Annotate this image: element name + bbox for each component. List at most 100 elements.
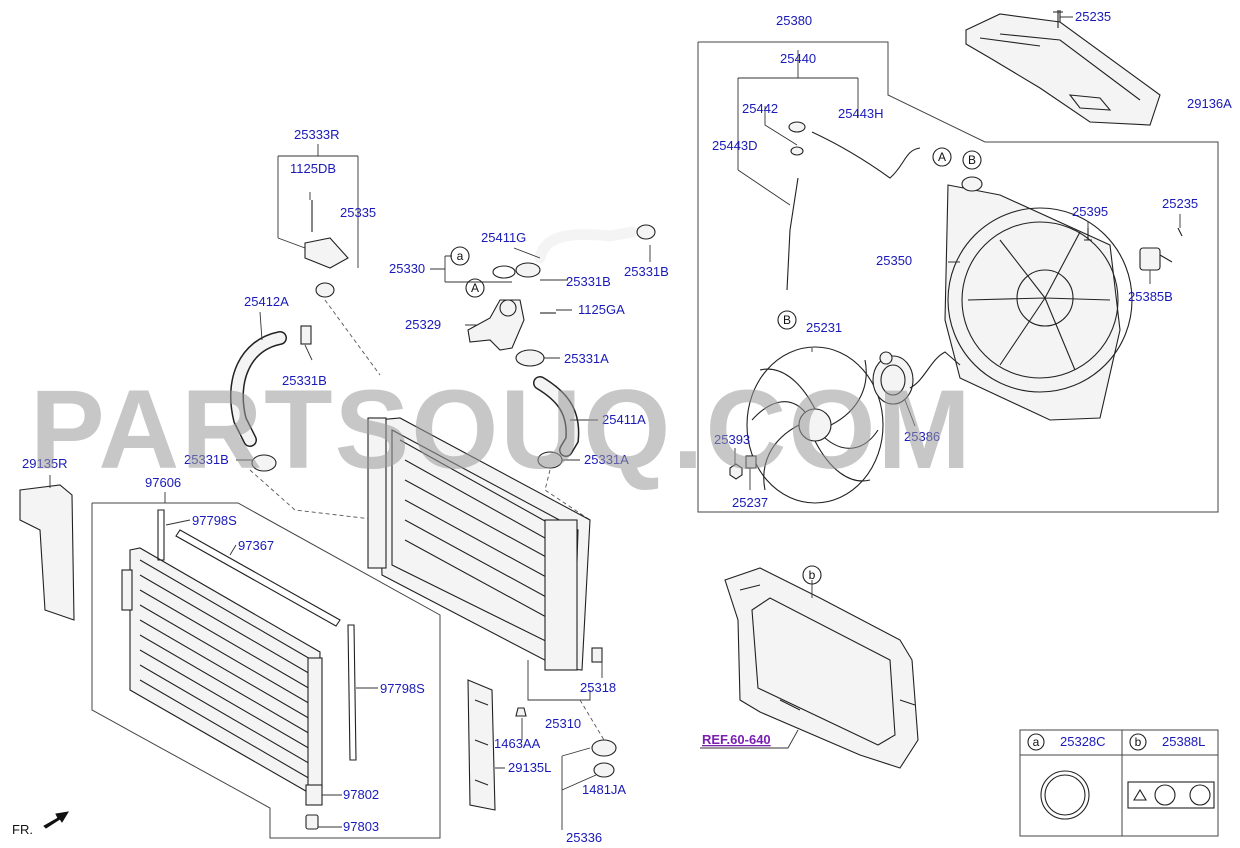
thermostat-housing-part[interactable]: [467, 299, 556, 351]
callout-B-fan[interactable]: B: [962, 150, 982, 170]
callout-A-fan[interactable]: A: [932, 147, 952, 167]
cap-97803-part[interactable]: [305, 814, 319, 830]
clamp-25331b-mid-part[interactable]: [515, 262, 541, 278]
label-97367[interactable]: 97367: [238, 538, 274, 553]
svg-text:A: A: [938, 150, 946, 164]
label-25318[interactable]: 25318: [580, 680, 616, 695]
fan-blade-part[interactable]: [746, 346, 884, 504]
radiator-cap-part[interactable]: [591, 739, 617, 778]
label-97798s-right[interactable]: 97798S: [380, 681, 425, 696]
seal-97367-part[interactable]: [175, 529, 341, 627]
legend-part-a[interactable]: 25328C: [1060, 734, 1106, 749]
label-25330[interactable]: 25330: [389, 261, 425, 276]
label-25386[interactable]: 25386: [904, 429, 940, 444]
label-1463aa[interactable]: 1463AA: [494, 736, 541, 751]
label-25440[interactable]: 25440: [780, 51, 816, 66]
svg-text:b: b: [809, 568, 816, 582]
legend-key-a: a: [1027, 733, 1045, 751]
label-25380[interactable]: 25380: [776, 13, 812, 28]
clamp-25331b-lower-left-part[interactable]: [251, 454, 277, 472]
label-25329[interactable]: 25329: [405, 317, 441, 332]
bracket-25333r-part[interactable]: [304, 200, 349, 269]
label-25393[interactable]: 25393: [714, 432, 750, 447]
label-25395[interactable]: 25395: [1072, 204, 1108, 219]
nut-25393-part[interactable]: [729, 463, 743, 480]
direction-label: FR.: [12, 822, 33, 837]
label-25331b-upper[interactable]: 25331B: [624, 264, 669, 279]
label-25331b-mid[interactable]: 25331B: [566, 274, 611, 289]
label-25235-right[interactable]: 25235: [1162, 196, 1198, 211]
label-25331b-left[interactable]: 25331B: [282, 373, 327, 388]
label-29135r[interactable]: 29135R: [22, 456, 68, 471]
label-97606[interactable]: 97606: [145, 475, 181, 490]
label-25310[interactable]: 25310: [545, 716, 581, 731]
watermark: PARTSOUQ.COM: [30, 367, 973, 492]
label-25235-top[interactable]: 25235: [1075, 9, 1111, 24]
shroud-cover-part[interactable]: [965, 10, 1161, 126]
leaders-deflector: [495, 718, 523, 769]
label-1481ja[interactable]: 1481JA: [582, 782, 626, 797]
radiator-part[interactable]: [367, 417, 603, 671]
clip-1463aa-part[interactable]: [515, 707, 527, 717]
label-25331b-lower-left[interactable]: 25331B: [184, 452, 229, 467]
condenser-part[interactable]: [121, 547, 323, 799]
mount-25335-part[interactable]: [315, 282, 335, 298]
svg-text:a: a: [457, 249, 464, 263]
label-25237[interactable]: 25237: [732, 495, 768, 510]
clamp-25331a-upper-part[interactable]: [515, 349, 545, 367]
seal-97798s-top-part[interactable]: [157, 509, 165, 561]
gasket-part[interactable]: [492, 265, 516, 279]
dashes-cap: [579, 699, 605, 741]
svg-text:a: a: [1033, 735, 1040, 749]
screw-25235-right-part[interactable]: [1177, 227, 1183, 237]
svg-text:b: b: [1135, 735, 1142, 749]
label-25443d[interactable]: 25443D: [712, 138, 758, 153]
label-97798s-top[interactable]: 97798S: [192, 513, 237, 528]
label-97802[interactable]: 97802: [343, 787, 379, 802]
label-25231[interactable]: 25231: [806, 320, 842, 335]
fan-motor-part[interactable]: [872, 351, 961, 405]
leaders-bracket-group: [277, 144, 359, 268]
overflow-hose-part[interactable]: [788, 121, 921, 179]
callout-a-top[interactable]: a: [450, 246, 470, 266]
fan-shroud-part[interactable]: [944, 176, 1133, 421]
label-25412a[interactable]: 25412A: [244, 294, 289, 309]
bolt-25235-top-part[interactable]: [1053, 10, 1063, 28]
clamp-25331b-upper-part[interactable]: [636, 224, 656, 240]
label-1125ga[interactable]: 1125GA: [578, 302, 625, 317]
deflector-29135r-part[interactable]: [19, 484, 75, 621]
seal-97798s-right-part[interactable]: [347, 624, 357, 761]
label-29135l[interactable]: 29135L: [508, 760, 551, 775]
receiver-97802-part[interactable]: [305, 784, 323, 806]
label-25335[interactable]: 25335: [340, 205, 376, 220]
callout-b-carrier[interactable]: b: [802, 565, 822, 585]
label-25350[interactable]: 25350: [876, 253, 912, 268]
label-25333r[interactable]: 25333R: [294, 127, 340, 142]
fan-resistor-part[interactable]: [1139, 247, 1173, 271]
bracket-25237-part[interactable]: [745, 455, 757, 469]
label-25331a-upper[interactable]: 25331A: [564, 351, 609, 366]
label-25336[interactable]: 25336: [566, 830, 602, 845]
front-end-carrier-part[interactable]: [724, 567, 919, 769]
vent-hose-part[interactable]: [786, 177, 799, 291]
label-25385b[interactable]: 25385B: [1128, 289, 1173, 304]
label-29136a[interactable]: 29136A: [1187, 96, 1232, 111]
label-25411a[interactable]: 25411A: [602, 412, 646, 427]
leader-ref: [700, 580, 813, 749]
deflector-29135l-part[interactable]: [467, 679, 496, 811]
svg-text:B: B: [783, 313, 791, 327]
clamp-25331b-left-part[interactable]: [300, 325, 312, 345]
label-25443h[interactable]: 25443H: [838, 106, 884, 121]
label-25331a-lower[interactable]: 25331A: [584, 452, 629, 467]
label-97803[interactable]: 97803: [343, 819, 379, 834]
label-1125db[interactable]: 1125DB: [290, 161, 336, 176]
legend-part-b[interactable]: 25388L: [1162, 734, 1205, 749]
screw-25395-part[interactable]: [1084, 228, 1092, 241]
callout-A-thermo[interactable]: A: [465, 278, 485, 298]
ref-link[interactable]: REF.60-640: [702, 732, 771, 747]
label-25411g[interactable]: 25411G: [481, 230, 526, 245]
upper-hose-25411g-inner: [534, 226, 638, 264]
label-25442[interactable]: 25442: [742, 101, 778, 116]
callout-B-hose[interactable]: B: [777, 310, 797, 330]
